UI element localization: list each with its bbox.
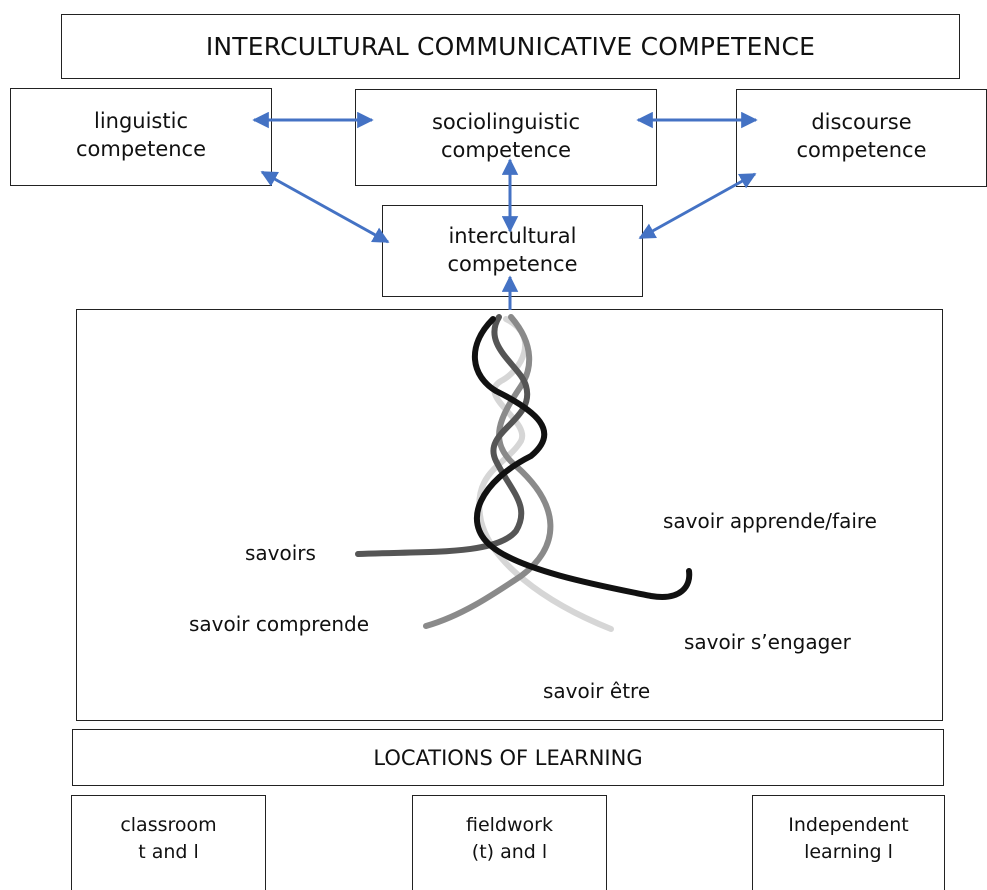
label-savoir-etre: savoir être bbox=[543, 679, 651, 703]
title-box: INTERCULTURAL COMMUNICATIVE COMPETENCE bbox=[61, 14, 960, 79]
diagram-title: INTERCULTURAL COMMUNICATIVE COMPETENCE bbox=[205, 32, 816, 61]
classroom-label: classroom t and l bbox=[120, 814, 217, 863]
classroom-box: classroom t and l bbox=[71, 795, 266, 890]
helix-illustration bbox=[355, 314, 693, 632]
sociolinguistic-competence-box: sociolinguistic competence bbox=[355, 89, 657, 186]
discourse-competence-label: discourse competence bbox=[796, 110, 927, 162]
independent-learning-label: Independent learning l bbox=[788, 814, 909, 863]
strand-savoir-apprendre bbox=[472, 316, 693, 600]
strand-savoirs bbox=[355, 314, 531, 557]
arrow-linguistic-intercultural bbox=[260, 170, 390, 244]
independent-learning-box: Independent learning l bbox=[752, 795, 945, 890]
linguistic-competence-label: linguistic competence bbox=[75, 109, 207, 161]
label-savoir-sengager: savoir s’engager bbox=[684, 630, 851, 654]
fieldwork-box: fieldwork (t) and l bbox=[412, 795, 607, 890]
fieldwork-label: fieldwork (t) and l bbox=[466, 814, 553, 863]
strand-savoir-comprendre bbox=[423, 314, 554, 629]
intercultural-competence-label: intercultural competence bbox=[447, 224, 578, 276]
locations-of-learning-box: LOCATIONS OF LEARNING bbox=[72, 729, 944, 786]
sociolinguistic-competence-label: sociolinguistic competence bbox=[431, 110, 581, 162]
label-savoirs: savoirs bbox=[245, 541, 316, 565]
locations-title: LOCATIONS OF LEARNING bbox=[373, 745, 643, 770]
linguistic-competence-box: linguistic competence bbox=[10, 88, 272, 186]
discourse-competence-box: discourse competence bbox=[736, 89, 987, 187]
label-savoir-comprendre: savoir comprende bbox=[189, 612, 370, 636]
savoirs-helix-panel: savoirs savoir apprende/faire savoir com… bbox=[76, 309, 943, 721]
label-savoir-apprendre-faire: savoir apprende/faire bbox=[663, 509, 877, 533]
arrow-discourse-intercultural bbox=[638, 172, 757, 240]
